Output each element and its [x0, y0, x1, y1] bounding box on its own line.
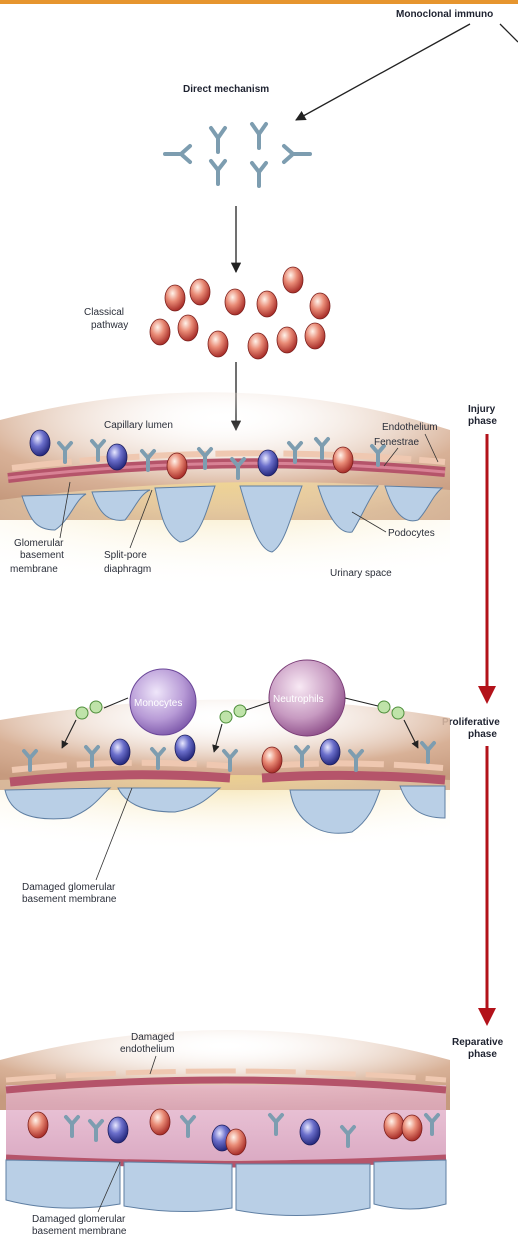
antibody-cluster — [165, 124, 310, 186]
phase-column: Injury phase Proliferative phase Reparat… — [442, 404, 504, 1060]
complement-particle — [402, 1115, 422, 1141]
antibody-icon — [284, 146, 310, 162]
immune-complex — [107, 444, 127, 470]
proliferative-phase-label-2: phase — [468, 729, 497, 740]
endothelium-label: Endothelium — [382, 422, 438, 433]
damaged-gbm-label-4: basement membrane — [32, 1226, 127, 1237]
injury-phase-label-2: phase — [468, 416, 497, 427]
damaged-gbm-label-2: basement membrane — [22, 894, 117, 905]
cytokine-p-icon — [90, 701, 102, 713]
podocyte-foot — [236, 1164, 370, 1216]
complement-particle — [165, 285, 185, 311]
cytokine-p-icon — [378, 701, 390, 713]
antibody-icon — [211, 128, 225, 152]
complement-particle — [248, 333, 268, 359]
complement-particle — [225, 289, 245, 315]
monocytes-label: Monocytes — [134, 698, 182, 709]
header-bar — [0, 0, 518, 4]
classical-pathway-label-1: Classical — [84, 307, 124, 318]
gbm-label-2: basement — [20, 550, 64, 561]
complement-particle — [150, 319, 170, 345]
complement-particle — [190, 279, 210, 305]
capillary-lumen-label: Capillary lumen — [104, 420, 173, 431]
header-arrow-right — [500, 24, 518, 42]
reparative-phase-label-1: Reparative — [452, 1037, 504, 1048]
complement-particle — [226, 1129, 246, 1155]
podocytes-label: Podocytes — [388, 528, 435, 539]
complement-particle — [277, 327, 297, 353]
complement-cluster — [150, 267, 330, 359]
damaged-membrane-segment — [262, 775, 445, 780]
immune-complex — [300, 1119, 320, 1145]
immune-complex — [258, 450, 278, 476]
header-title: Monoclonal immuno — [396, 9, 493, 20]
classical-pathway-label-2: pathway — [91, 320, 128, 331]
immune-complex — [110, 739, 130, 765]
header-arrow-direct — [296, 24, 470, 120]
injury-phase-label-1: Injury — [468, 404, 496, 415]
complement-particle — [283, 267, 303, 293]
podocyte-foot — [374, 1160, 446, 1209]
direct-mechanism-label: Direct mechanism — [183, 84, 269, 95]
proliferative-panel: Monocytes Neutrophils — [0, 660, 450, 905]
damaged-endothelium-label-1: Damaged — [131, 1032, 174, 1043]
immune-complex — [30, 430, 50, 456]
cytokine-p-icon — [76, 707, 88, 719]
proliferative-phase-label-1: Proliferative — [442, 717, 500, 728]
complement-particle — [305, 323, 325, 349]
complement-particle — [384, 1113, 404, 1139]
split-pore-label-2: diaphragm — [104, 564, 151, 575]
complement-particle — [262, 747, 282, 773]
podocyte-foot — [124, 1162, 232, 1212]
antibody-icon — [165, 146, 190, 162]
complement-particle — [208, 331, 228, 357]
complement-particle — [178, 315, 198, 341]
complement-particle — [28, 1112, 48, 1138]
complement-particle — [167, 453, 187, 479]
injury-panel: Capillary lumen Endothelium Fenestrae Gl… — [0, 392, 450, 600]
damaged-endothelium-label-2: endothelium — [120, 1044, 174, 1055]
immune-complex — [320, 739, 340, 765]
antibody-icon — [211, 161, 225, 184]
damaged-gbm-label-3: Damaged glomerular — [32, 1214, 126, 1225]
gbm-label-1: Glomerular — [14, 538, 64, 549]
complement-particle — [333, 447, 353, 473]
cytokine-p-icon — [220, 711, 232, 723]
phase-arrow-2-head — [478, 1008, 496, 1026]
cytokine-p-icon — [392, 707, 404, 719]
immune-complex — [108, 1117, 128, 1143]
neutrophils-label: Neutrophils — [273, 694, 324, 705]
immune-complex — [175, 735, 195, 761]
cytokine-p-icon — [234, 705, 246, 717]
complement-particle — [257, 291, 277, 317]
antibody-icon — [252, 163, 266, 186]
antibody-icon — [252, 124, 266, 148]
split-pore-label-1: Split-pore — [104, 550, 147, 561]
damaged-gbm-label-1: Damaged glomerular — [22, 882, 116, 893]
fenestrae-label: Fenestrae — [374, 437, 419, 448]
urinary-space-label: Urinary space — [330, 568, 392, 579]
gbm-label-3: membrane — [10, 564, 58, 575]
reparative-phase-label-2: phase — [468, 1049, 497, 1060]
reparative-panel: Damaged endothelium Damaged glomerular b… — [0, 1030, 450, 1237]
complement-particle — [310, 293, 330, 319]
phase-arrow-1-head — [478, 686, 496, 704]
complement-particle — [150, 1109, 170, 1135]
